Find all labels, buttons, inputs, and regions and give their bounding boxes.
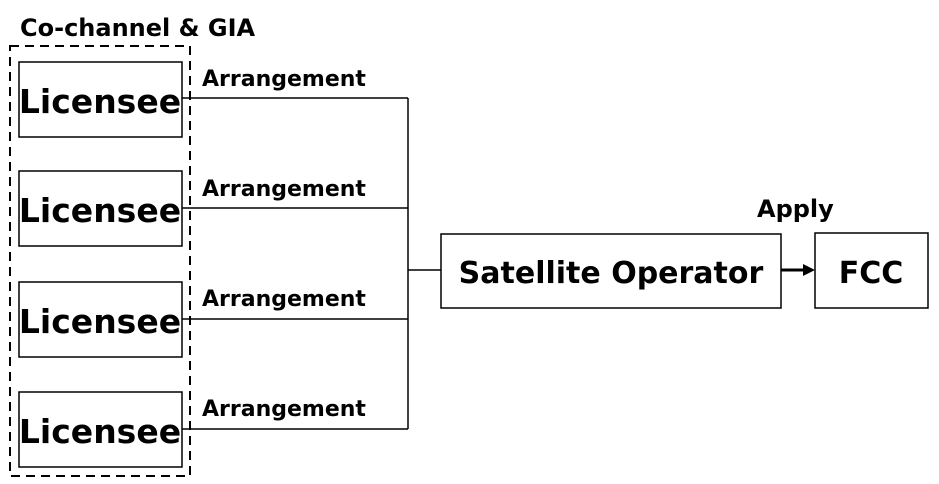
arrangement-label-1: Arrangement bbox=[202, 67, 366, 92]
arrangement-label-3: Arrangement bbox=[202, 287, 366, 312]
apply-arrow-head bbox=[803, 264, 815, 276]
licensee-label-3: Licensee bbox=[19, 302, 181, 341]
licensee-label-2: Licensee bbox=[19, 191, 181, 230]
licensee-box-1 bbox=[18, 61, 183, 138]
licensee-box-2 bbox=[18, 170, 183, 247]
apply-label: Apply bbox=[757, 195, 834, 223]
arrangement-label-4: Arrangement bbox=[202, 397, 366, 422]
group-title: Co-channel & GIA bbox=[20, 14, 256, 42]
licensee-label-1: Licensee bbox=[19, 82, 181, 121]
group-dashed-box bbox=[9, 45, 191, 477]
satellite-operator-box bbox=[440, 233, 782, 309]
licensee-box-4 bbox=[18, 391, 183, 468]
licensee-box-3 bbox=[18, 281, 183, 358]
fcc-box bbox=[814, 232, 929, 309]
satellite-operator-label: Satellite Operator bbox=[459, 256, 764, 291]
fcc-label: FCC bbox=[839, 256, 904, 291]
arrangement-label-2: Arrangement bbox=[202, 177, 366, 202]
licensee-label-4: Licensee bbox=[19, 412, 181, 451]
